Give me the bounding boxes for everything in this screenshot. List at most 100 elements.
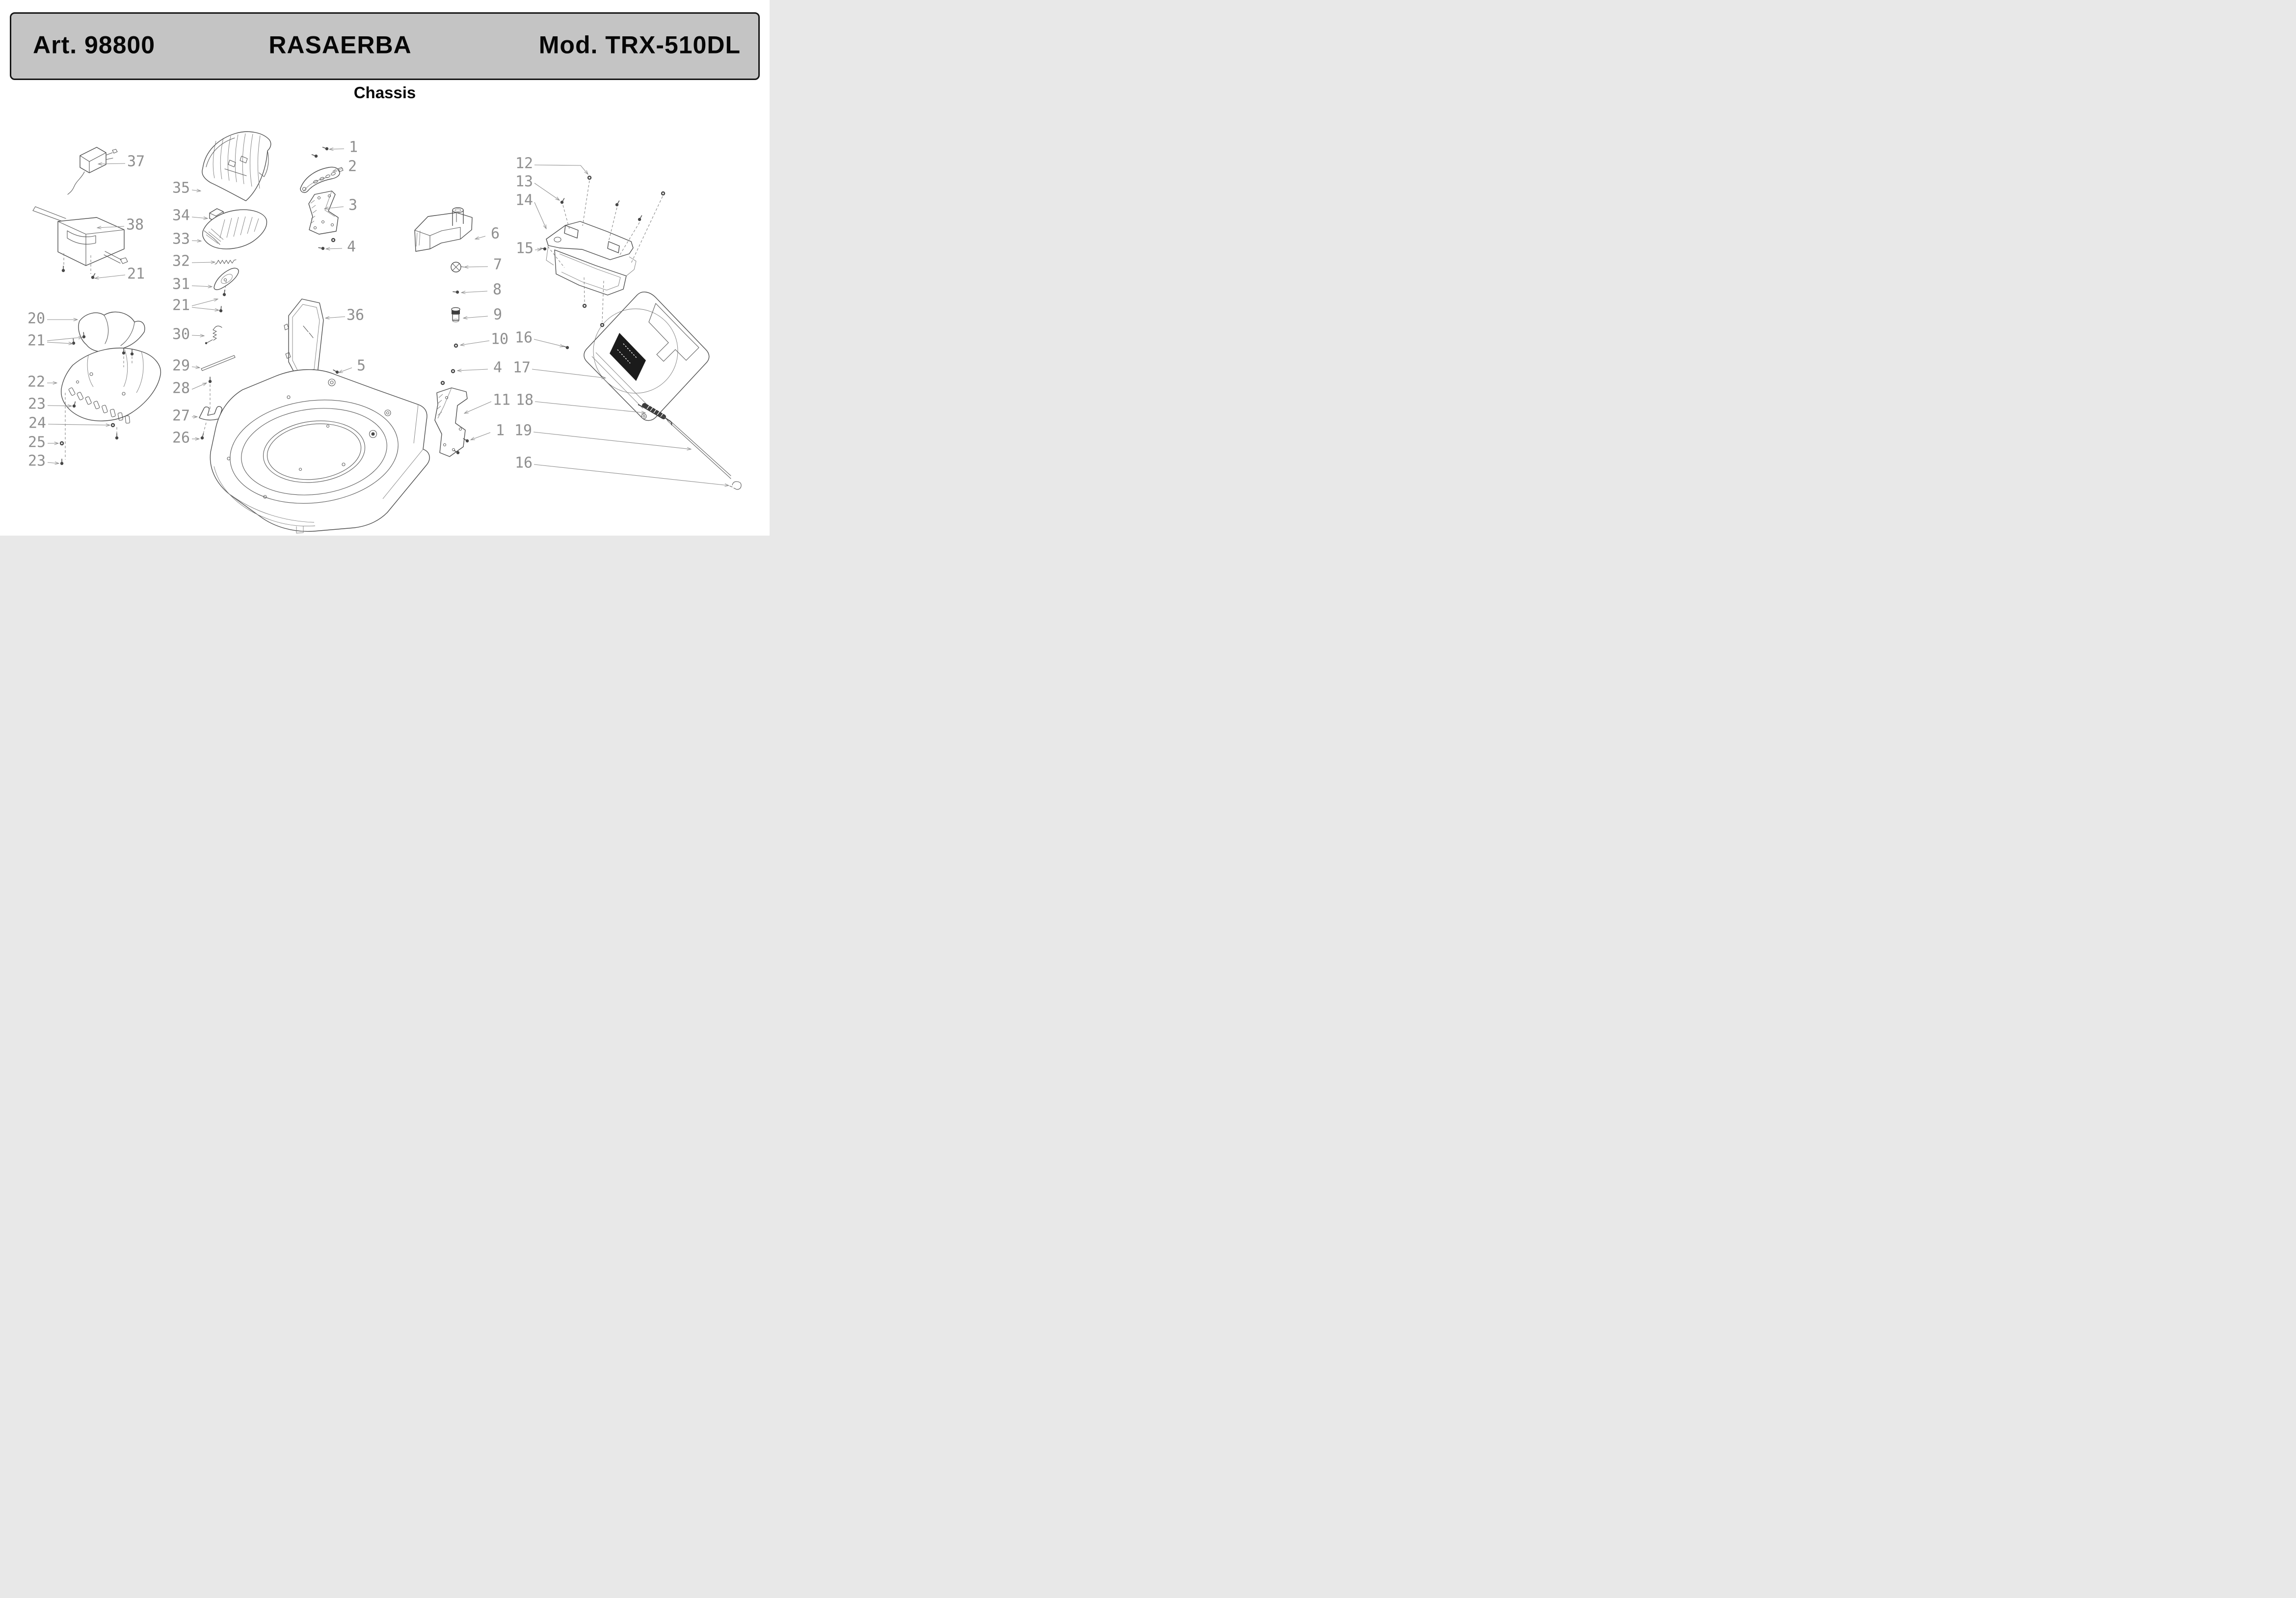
leader-line-16 <box>534 464 729 486</box>
part-4-nut <box>331 238 336 243</box>
title-bar: Art. 98800 RASAERBA Mod. TRX-510DL <box>10 12 760 80</box>
part-19-rod <box>661 416 731 479</box>
part-2-height-quadrant <box>300 166 344 193</box>
leader-line-8 <box>461 291 488 293</box>
part-4-nut-c <box>440 380 445 385</box>
leader-line-16 <box>534 339 564 347</box>
callout-14-37: 14 <box>515 192 533 209</box>
leader-line-32 <box>191 262 215 263</box>
assembly-dash-line <box>619 222 640 255</box>
part-23-screw-b <box>60 459 64 465</box>
part-38-switch-housing <box>32 206 128 266</box>
leader-line-3 <box>324 206 344 209</box>
callout-27-19: 27 <box>172 407 190 425</box>
part-36-discharge-cover <box>284 298 324 384</box>
assembly-dash-line <box>608 207 617 244</box>
leader-line-15 <box>534 249 541 250</box>
part-9-bushing <box>451 307 460 323</box>
assembly-dash-line <box>582 180 590 226</box>
leader-line-24 <box>48 424 110 425</box>
part-21-screw-d <box>222 290 226 297</box>
callout-26-20: 26 <box>172 430 190 447</box>
callout-10-31: 10 <box>491 331 508 348</box>
callout-9-30: 9 <box>493 306 502 324</box>
part-31-lever-plate <box>214 268 239 290</box>
part-24-nut <box>110 423 115 428</box>
part-4-bolt <box>318 246 325 250</box>
part-13-screw-b <box>615 200 620 207</box>
callout-29-17: 29 <box>172 357 190 375</box>
model-number: Mod. TRX-510DL <box>538 31 741 59</box>
leader-line-4 <box>326 248 343 249</box>
assembly-dash-line <box>224 280 227 292</box>
callout-1-21: 1 <box>349 139 358 156</box>
leader-line-17 <box>532 369 606 378</box>
exploded-parts-diagram: 2021222324252337382135343332312130292827… <box>27 131 742 534</box>
brand-title: RASAERBA <box>268 31 412 59</box>
part-14-switch-console <box>546 221 637 296</box>
part-21-screw-c <box>91 273 96 279</box>
callout-28-18: 28 <box>172 380 190 397</box>
callout-16-43: 16 <box>515 455 533 472</box>
callout-33-12: 33 <box>172 231 190 248</box>
leader-line-29 <box>191 367 200 368</box>
leader-line-13 <box>534 183 560 200</box>
part-7-knob <box>451 262 464 272</box>
part-1-screw-d <box>454 450 460 455</box>
callout-20-0: 20 <box>27 310 45 327</box>
callout-1-34: 1 <box>496 422 505 439</box>
part-22-handle-cover-lower <box>61 348 161 424</box>
part-21-screw-e <box>219 306 223 313</box>
leader-line-2 <box>333 168 344 171</box>
callout-8-29: 8 <box>493 281 502 298</box>
callout-30-16: 30 <box>172 326 190 343</box>
callout-36-25: 36 <box>347 307 364 324</box>
callout-19-42: 19 <box>514 422 532 439</box>
assembly-dash-line <box>602 280 604 322</box>
part-38-screw <box>61 266 65 272</box>
part-14-nut-b <box>600 323 605 327</box>
part-20-screw-b <box>130 349 134 356</box>
leader-line-9 <box>463 316 488 318</box>
callout-23-6: 23 <box>28 453 46 470</box>
leader-line-23 <box>47 462 59 463</box>
part-35-rear-deflector <box>202 131 271 201</box>
callout-13-36: 13 <box>515 173 533 190</box>
leader-line-5 <box>339 367 352 373</box>
callout-18-41: 18 <box>516 392 534 409</box>
callout-7-28: 7 <box>493 256 502 273</box>
callout-15-38: 15 <box>516 240 534 257</box>
leader-line-6 <box>475 236 486 239</box>
leader-line-21 <box>47 337 82 341</box>
leader-line-37 <box>98 163 126 164</box>
part-25-nut <box>59 441 64 446</box>
part-13-screw <box>560 198 565 204</box>
assembly-dash-line <box>630 196 663 265</box>
part-16-screw <box>562 346 569 350</box>
part-26-screw <box>200 433 204 440</box>
assembly-dash-line <box>203 422 207 434</box>
part-15-screw <box>540 247 547 251</box>
leader-line-36 <box>325 317 346 318</box>
part-20-handle-cover-upper <box>78 311 145 352</box>
leader-line-21 <box>47 342 73 344</box>
assembly-dash-line <box>547 246 565 268</box>
callout-21-9: 21 <box>127 266 145 283</box>
leader-line-30 <box>191 335 204 336</box>
leader-line-12 <box>534 164 588 174</box>
part-12-nut-b <box>661 191 666 196</box>
leader-line-10 <box>460 340 490 345</box>
part-10-nut <box>454 343 458 348</box>
parts-diagram-page: Art. 98800 RASAERBA Mod. TRX-510DL Chass… <box>0 0 770 536</box>
part-12-nut <box>587 175 592 180</box>
warning-label <box>610 333 646 381</box>
section-title: Chassis <box>353 83 416 102</box>
leader-line-18 <box>534 401 645 413</box>
part-30-spring-link <box>205 325 222 345</box>
part-11-support-plate <box>434 387 468 457</box>
part-21-screw-b <box>72 338 76 345</box>
part-1-screw-a <box>322 147 329 151</box>
part-5-screw <box>333 369 339 374</box>
callout-31-14: 31 <box>172 276 190 293</box>
part-33-belt-cover <box>202 209 267 249</box>
